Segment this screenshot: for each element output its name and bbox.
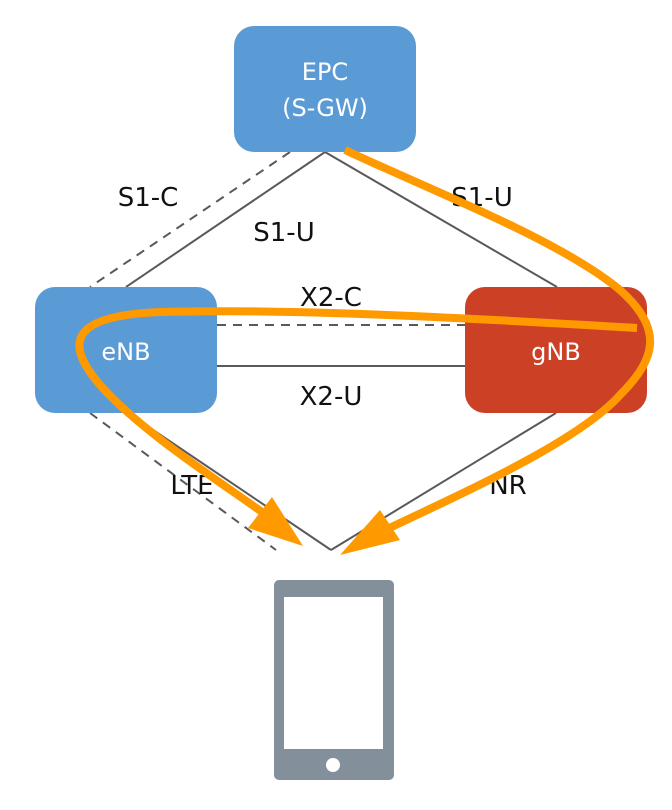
- nr-arrowhead: [340, 510, 400, 555]
- ue-node[interactable]: [274, 580, 394, 780]
- x2c-label: X2-C: [300, 283, 362, 313]
- enb-label: eNB: [101, 338, 150, 366]
- s1u-enb-link-line: [125, 151, 326, 288]
- epc-label: EPC: [302, 58, 348, 86]
- enb-box: [35, 287, 217, 413]
- gnb-label: gNB: [531, 338, 581, 366]
- s1u-gnb-link-line: [324, 151, 558, 288]
- epc-box: [234, 26, 416, 152]
- s1c-label: S1-C: [118, 183, 179, 213]
- s1c-link-line: [89, 151, 291, 288]
- data-path-x2-to-lte: [75, 307, 638, 516]
- epc-node[interactable]: EPC (S-GW): [234, 26, 416, 152]
- lte-arrowhead: [248, 497, 303, 546]
- data-path: [75, 146, 654, 555]
- epc-sublabel: (S-GW): [282, 94, 368, 122]
- x2u-label: X2-U: [300, 382, 363, 412]
- enb-node[interactable]: eNB: [35, 287, 217, 413]
- s1u-enb-label: S1-U: [253, 218, 314, 248]
- smartphone-icon: [274, 580, 394, 780]
- lte-control-link-line: [89, 412, 277, 551]
- data-path-s1u-to-nr: [343, 146, 654, 534]
